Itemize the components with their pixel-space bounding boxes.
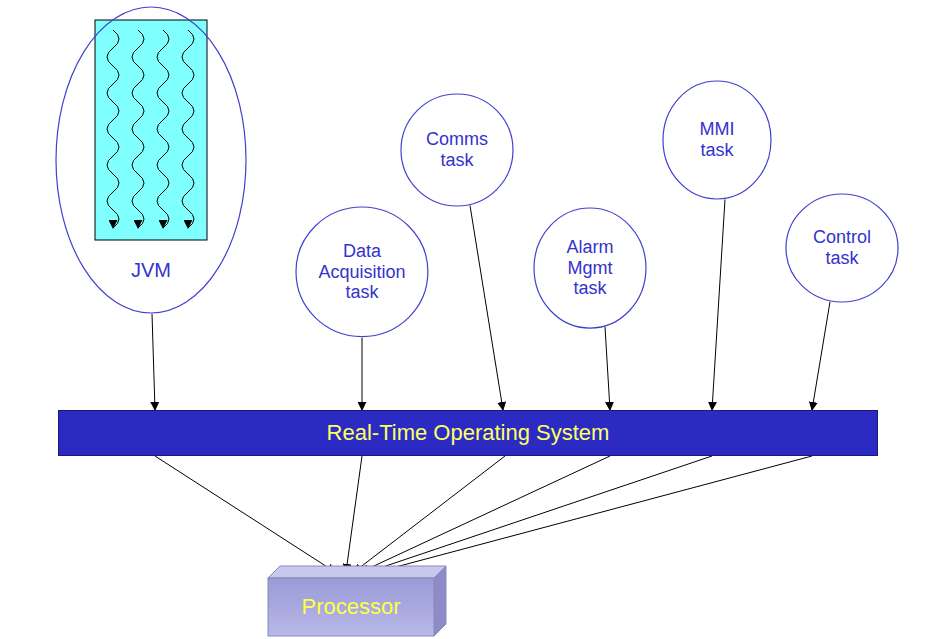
task-ellipse: Alarm Mgmt task — [533, 207, 647, 329]
task-ellipse: Control task — [785, 193, 899, 303]
node-label: Data Acquisition task — [312, 241, 412, 303]
arrow-connector — [470, 205, 503, 410]
arrow-connector — [361, 456, 610, 572]
task-ellipse: Data Acquisition task — [295, 206, 429, 338]
arrow-connector — [712, 199, 725, 410]
node-label: Processor — [301, 594, 400, 619]
processor-block: Processor — [268, 566, 446, 636]
arrow-connector — [605, 327, 610, 410]
arrow-connector — [155, 456, 335, 572]
node-label: JVM — [131, 259, 171, 282]
arrow-connector — [368, 456, 712, 572]
node-label: Comms task — [417, 129, 497, 170]
arrow-connector — [812, 302, 830, 410]
node-label: Real-Time Operating System — [327, 420, 610, 445]
node-label: Control task — [802, 227, 882, 268]
arrow-connector — [346, 456, 362, 572]
task-ellipse: Comms task — [400, 93, 514, 207]
node-label: MMI task — [687, 119, 747, 160]
rtos-band: Real-Time Operating System — [58, 410, 878, 456]
thread-lines — [107, 30, 194, 228]
thread-panel — [95, 20, 207, 240]
task-ellipse: MMI task — [662, 80, 772, 200]
arrow-connector — [152, 314, 155, 410]
arrow-connector — [362, 338, 363, 410]
node-label: Alarm Mgmt task — [550, 237, 630, 299]
arrow-connector — [354, 456, 505, 572]
arrow-connector — [377, 456, 812, 572]
jvm-ellipse: JVM — [55, 6, 247, 314]
